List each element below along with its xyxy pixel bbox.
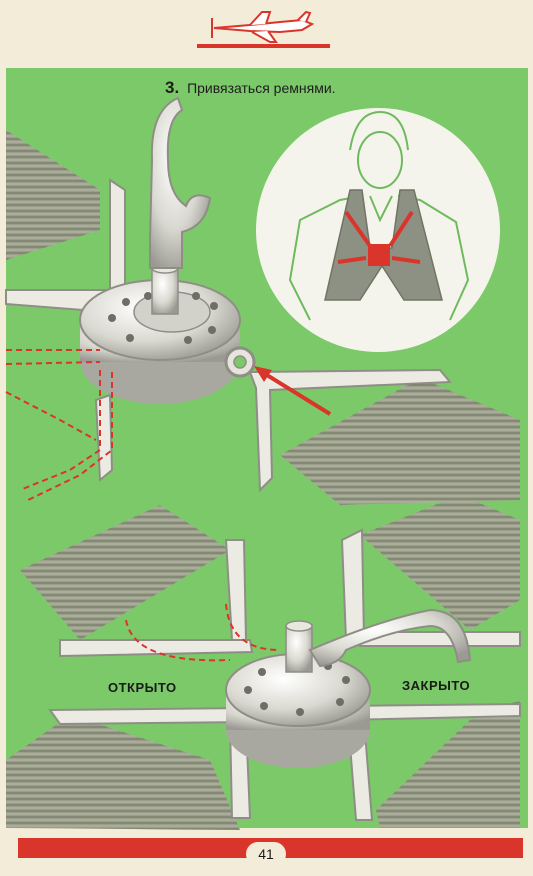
strap-lower-left-bottom	[6, 715, 240, 830]
buckle-arm-lower-a	[59, 639, 254, 658]
airplane-icon	[211, 10, 315, 43]
instruction-heading: 3. Привязаться ремнями.	[165, 78, 336, 98]
lower-release-lever	[308, 608, 472, 668]
strap-lower-left-top	[20, 505, 230, 640]
pointer-arrow	[260, 370, 332, 416]
header-rule	[197, 44, 330, 48]
step-number: 3.	[165, 78, 180, 97]
buckle-arm-upper-down	[94, 393, 114, 483]
page-number: 41	[246, 842, 286, 866]
label-closed: ЗАКРЫТО	[402, 678, 471, 693]
buckle-arm-lower-b	[224, 539, 248, 641]
pilot-harness-straps	[324, 189, 443, 301]
upper-release-lever	[149, 96, 212, 269]
buckle-arm-lower-c	[340, 528, 366, 641]
strap-lower-right-bottom	[376, 700, 520, 828]
strap-top-left	[6, 130, 100, 260]
strap-right-upper	[280, 378, 520, 505]
step-text: Привязаться ремнями.	[187, 80, 336, 96]
label-open: ОТКРЫТО	[108, 680, 177, 695]
pilot-harness-inset	[256, 108, 500, 352]
strap-lower-right-top	[360, 495, 520, 630]
buckle-arm-lower-e	[48, 706, 254, 726]
buckle-arm-upper-right	[248, 368, 453, 493]
